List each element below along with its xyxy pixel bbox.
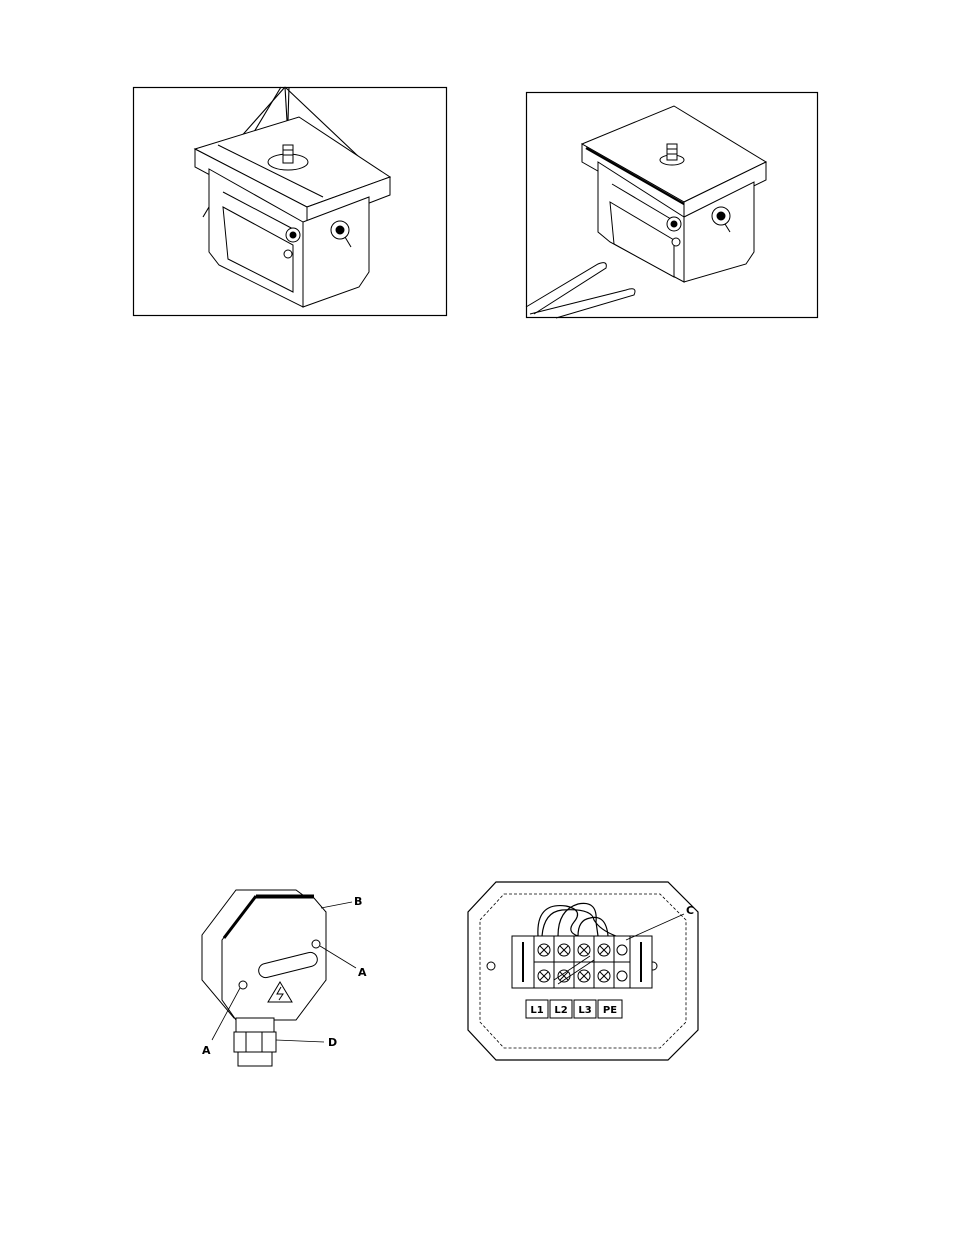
label-b: B [354, 895, 362, 908]
terminal-block-drawing: L1 L2 L3 PE C [466, 880, 706, 1062]
bridge-wires [538, 903, 616, 936]
cable-gland [234, 1018, 276, 1066]
mounting-hole [487, 962, 495, 970]
terminal-label-l1: L1 [530, 1005, 543, 1016]
floor-rails [526, 263, 635, 318]
label-a-right: A [358, 966, 367, 979]
label-c: C [686, 904, 694, 917]
terminal-label-l2: L2 [554, 1005, 567, 1016]
heater-placed-drawing [526, 92, 818, 318]
figure-junction-box: B A A D [196, 880, 386, 1080]
figure-heater-placed [526, 92, 818, 318]
terminal-label-pe: PE [603, 1005, 617, 1016]
figure-heater-lifting [133, 87, 447, 316]
figure-terminal-block: L1 L2 L3 PE C [466, 880, 706, 1062]
leader-line-c [626, 914, 684, 940]
junction-box-cover [202, 890, 326, 1020]
junction-box-drawing: B A A D [196, 880, 386, 1080]
label-a-left: A [202, 1044, 211, 1057]
terminal-label-l3: L3 [578, 1005, 591, 1016]
label-d: D [328, 1036, 337, 1049]
heater-lifting-drawing [133, 87, 447, 316]
